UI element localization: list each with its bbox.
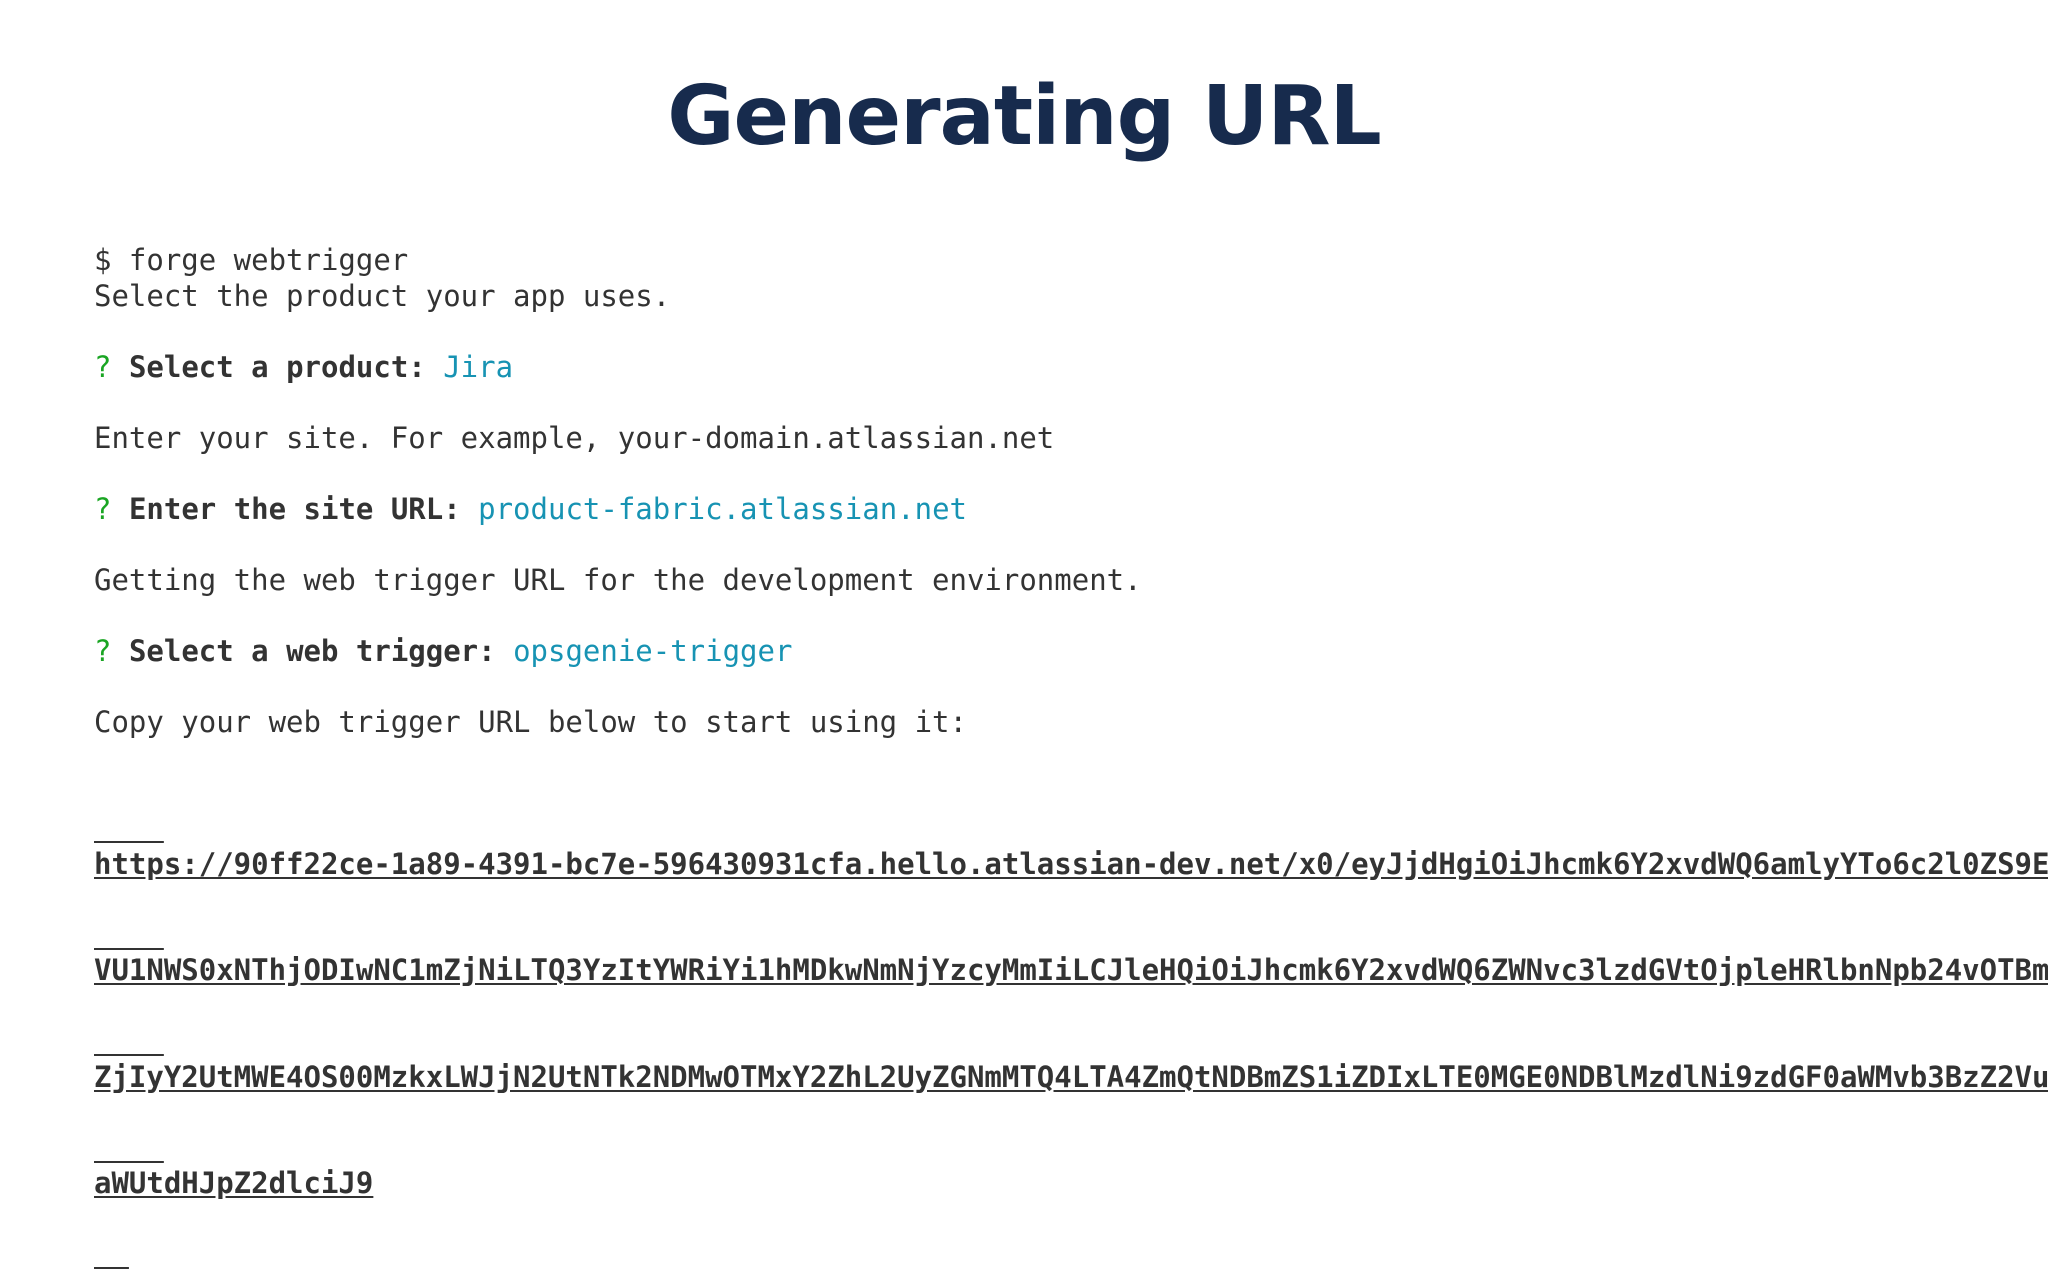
blank-line (94, 385, 2034, 421)
product-answer: Jira (443, 349, 514, 384)
blank-line (94, 598, 2034, 634)
select-product-info: Select the product your app uses. (94, 278, 671, 313)
webtrigger-url-line[interactable]: https://90ff22ce-1a89-4391-bc7e-59643093… (94, 846, 2048, 881)
prompt-question-mark: ? (94, 491, 112, 526)
site-info: Enter your site. For example, your-domai… (94, 420, 1055, 455)
site-prompt-label: Enter the site URL: (128, 491, 461, 526)
blank-line (94, 527, 2034, 563)
trigger-prompt: ? Select a web trigger: opsgenie-trigger (94, 634, 2034, 670)
blank-line (94, 669, 2034, 705)
prompt-question-mark: ? (94, 633, 112, 668)
trigger-prompt-label: Select a web trigger: (128, 633, 496, 668)
getting-info: Getting the web trigger URL for the deve… (94, 562, 1142, 597)
terminal-output: $ forge webtrigger Select the product yo… (94, 243, 2048, 1273)
site-answer: product-fabric.atlassian.net (478, 491, 968, 526)
product-prompt-label: Select a product: (128, 349, 426, 384)
blank-line (94, 740, 2034, 776)
slide-title: Generating URL (667, 69, 1382, 164)
command-line: $ forge webtrigger (94, 243, 409, 277)
webtrigger-url-line[interactable]: VU1NWS0xNThjODIwNC1mZjNiLTQ3YzItYWRiYi1h… (94, 953, 2048, 987)
blank-line (94, 314, 2034, 350)
webtrigger-url[interactable]: https://90ff22ce-1a89-4391-bc7e-59643093… (94, 776, 2048, 1273)
trigger-answer: opsgenie-trigger (513, 633, 793, 668)
copy-info: Copy your web trigger URL below to start… (94, 704, 967, 739)
webtrigger-url-line[interactable]: ZjIyY2UtMWE4OS00MzkxLWJjN2UtNTk2NDMwOTMx… (94, 1059, 2048, 1094)
site-prompt: ? Enter the site URL: product-fabric.atl… (94, 492, 2034, 528)
product-prompt: ? Select a product: Jira (94, 350, 2034, 386)
webtrigger-url-line[interactable]: aWUtdHJpZ2dlciJ9 (94, 1166, 374, 1200)
blank-line (94, 456, 2034, 492)
prompt-question-mark: ? (94, 349, 112, 384)
